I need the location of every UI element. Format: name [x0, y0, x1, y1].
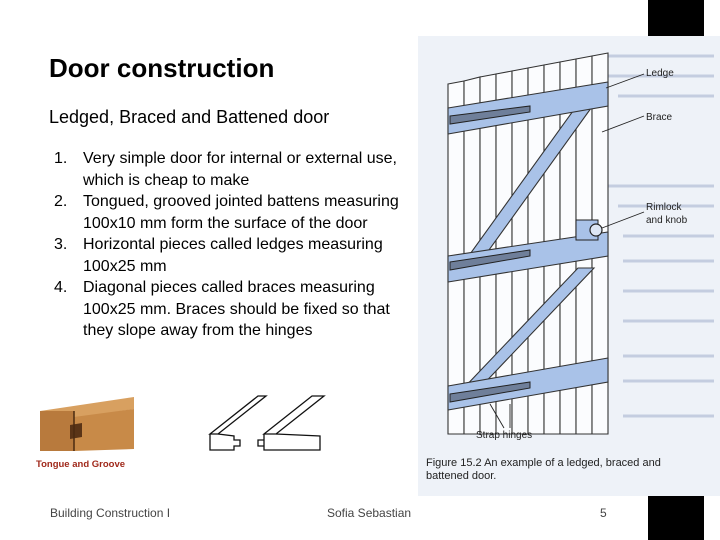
slide-title: Door construction [49, 53, 275, 83]
item-number: 2. [54, 193, 68, 210]
item-number: 3. [54, 236, 68, 253]
strap-hinges [449, 105, 531, 403]
page-number: 5 [600, 506, 607, 520]
tongue-and-groove-figure: Tongue and Groove [36, 397, 134, 470]
label-rimlock: Rimlock [646, 202, 683, 213]
item-text: Very simple door for internal or externa… [83, 150, 397, 189]
groove-slot [70, 423, 82, 439]
item-text: Tongued, grooved jointed battens measuri… [83, 193, 399, 232]
footer-author: Sofia Sebastian [327, 506, 412, 520]
faded-background-text [608, 54, 714, 418]
label-brace: Brace [646, 112, 673, 123]
board-left-end [40, 411, 74, 451]
item-number: 1. [54, 150, 68, 167]
list-item: 3. Horizontal pieces called ledges measur… [54, 234, 404, 277]
door-figure: Ledge Brace Rimlock and knob Strap hinge… [418, 36, 720, 496]
top-corner-block [648, 0, 704, 36]
bottom-corner-block [648, 494, 704, 540]
figure-caption-line-2: battened door. [426, 470, 496, 482]
rimlock-and-knob [575, 219, 603, 241]
list-item: 1. Very simple door for internal or exter… [54, 148, 404, 191]
tongue-and-groove-label: Tongue and Groove [36, 459, 125, 470]
list-item: 4. Diagonal pieces called braces measurin… [54, 277, 404, 342]
item-number: 4. [54, 279, 68, 296]
label-strap-hinges: Strap hinges [476, 430, 532, 441]
points-list: 1. Very simple door for internal or exter… [54, 148, 404, 342]
footer-course: Building Construction I [50, 506, 171, 520]
list-item: 2. Tongued, grooved jointed battens measu… [54, 191, 404, 234]
tongue-groove-profile-figure [208, 395, 326, 451]
label-ledge: Ledge [646, 68, 674, 79]
item-text: Diagonal pieces called braces measuring … [83, 279, 390, 339]
label-rimlock-2: and knob [646, 215, 688, 226]
profile-outline [208, 395, 326, 451]
slide-subtitle: Ledged, Braced and Battened door [49, 107, 330, 127]
figure-caption-line-1: Figure 15.2 An example of a ledged, brac… [426, 457, 661, 469]
board-right-face [74, 409, 134, 451]
leader-lines [489, 73, 645, 429]
item-text: Horizontal pieces called ledges measurin… [83, 236, 383, 275]
